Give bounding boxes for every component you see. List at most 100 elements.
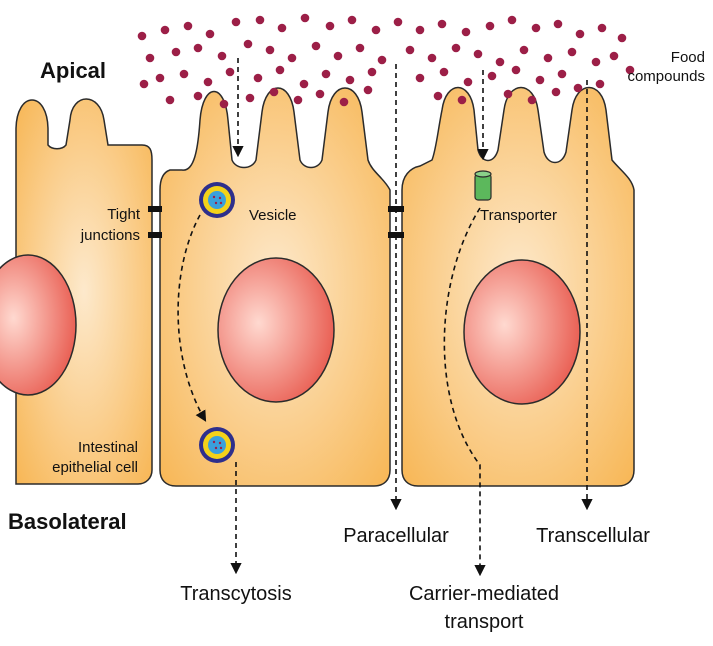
food-compound-dot: [433, 91, 443, 101]
food-compound-dot: [155, 73, 165, 83]
vesicle-label: Vesicle: [249, 207, 297, 224]
food-compound-dot: [461, 27, 471, 37]
food-compound-dot: [573, 83, 583, 93]
carrier-mediated-path: [443, 207, 486, 577]
food-compound-dot: [347, 15, 357, 25]
food-compounds-label-line1: Food: [671, 49, 705, 66]
paracellular-label: Paracellular: [343, 525, 449, 547]
food-compound-dot: [495, 57, 505, 67]
food-compound-dot: [315, 89, 325, 99]
food-compound-dot: [339, 97, 349, 107]
middle-cell-nucleus: [217, 257, 335, 403]
food-compound-dot: [519, 45, 529, 55]
food-compound-dot: [225, 67, 235, 77]
carrier-mediated-label-line2: transport: [445, 611, 524, 633]
food-compound-dot: [137, 31, 147, 41]
food-compound-dot: [595, 79, 605, 89]
food-compound-dot: [551, 87, 561, 97]
food-compound-dot: [219, 99, 229, 109]
food-compound-dot: [405, 45, 415, 55]
transporter-label: Transporter: [480, 207, 557, 224]
food-compound-dot: [203, 77, 213, 87]
food-compound-dot: [265, 45, 275, 55]
food-compound-dots: [137, 13, 635, 109]
tight-junctions-label-line1: Tight: [107, 206, 141, 223]
food-compound-dot: [557, 69, 567, 79]
food-compound-dot: [193, 43, 203, 53]
food-compound-dot: [591, 57, 601, 67]
food-compound-dot: [287, 53, 297, 63]
food-compound-dot: [567, 47, 577, 57]
food-compound-dot: [437, 19, 447, 29]
carrier-mediated-label-line1: Carrier-mediated: [409, 583, 559, 605]
vesicle-bottom: [199, 427, 235, 463]
food-compound-dot: [367, 67, 377, 77]
food-compound-dot: [253, 73, 263, 83]
food-compound-dot: [363, 85, 373, 95]
food-compound-dot: [299, 79, 309, 89]
transporter-channel: [474, 170, 492, 201]
food-compound-dot: [160, 25, 170, 35]
food-compound-dot: [625, 65, 635, 75]
food-compound-dot: [427, 53, 437, 63]
food-compound-dot: [553, 19, 563, 29]
food-compound-dot: [531, 23, 541, 33]
vesicle-top: [199, 182, 235, 218]
food-compound-dot: [165, 95, 175, 105]
food-compound-dot: [507, 15, 517, 25]
cell-label-line2: epithelial cell: [52, 459, 138, 476]
food-compound-dot: [535, 75, 545, 85]
food-compound-dot: [321, 69, 331, 79]
food-compound-dot: [463, 77, 473, 87]
food-compound-dot: [415, 25, 425, 35]
food-compound-dot: [355, 43, 365, 53]
apical-label: Apical: [40, 58, 106, 83]
basolateral-label: Basolateral: [8, 509, 127, 534]
food-compound-dot: [487, 71, 497, 81]
tight-junctions-label-line2: junctions: [80, 227, 140, 244]
food-compound-dot: [205, 29, 215, 39]
food-compounds-label-line2: compounds: [627, 68, 705, 85]
transcellular-label: Transcellular: [536, 525, 650, 547]
right-cell-nucleus: [463, 259, 581, 405]
left-cell-nucleus: [0, 254, 77, 396]
food-compound-dot: [300, 13, 310, 23]
food-compound-dot: [183, 21, 193, 31]
food-compound-dot: [275, 65, 285, 75]
food-compound-dot: [609, 51, 619, 61]
food-compound-dot: [527, 95, 537, 105]
food-compound-dot: [543, 53, 553, 63]
food-compound-dot: [503, 89, 513, 99]
transcytosis-label: Transcytosis: [180, 583, 292, 605]
food-compound-dot: [345, 75, 355, 85]
food-compound-dot: [473, 49, 483, 59]
food-compound-dot: [371, 25, 381, 35]
food-compound-dot: [485, 21, 495, 31]
food-compound-dot: [293, 95, 303, 105]
food-compound-dot: [217, 51, 227, 61]
food-compound-dot: [333, 51, 343, 61]
food-compound-dot: [439, 67, 449, 77]
food-compound-dot: [245, 93, 255, 103]
food-compound-dot: [451, 43, 461, 53]
food-compound-dot: [139, 79, 149, 89]
food-compound-dot: [277, 23, 287, 33]
food-compound-dot: [597, 23, 607, 33]
food-compound-dot: [415, 73, 425, 83]
food-compound-dot: [231, 17, 241, 27]
cell-label-line1: Intestinal: [78, 439, 138, 456]
food-compound-dot: [617, 33, 627, 43]
food-compound-dot: [325, 21, 335, 31]
food-compound-dot: [269, 87, 279, 97]
tight-junctions-left: [148, 206, 162, 238]
food-compound-dot: [393, 17, 403, 27]
food-compound-dot: [311, 41, 321, 51]
food-compound-dot: [243, 39, 253, 49]
food-compound-dot: [171, 47, 181, 57]
food-compound-dot: [511, 65, 521, 75]
food-compound-dot: [255, 15, 265, 25]
food-compound-dot: [377, 55, 387, 65]
food-compound-dot: [457, 95, 467, 105]
food-compound-dot: [145, 53, 155, 63]
